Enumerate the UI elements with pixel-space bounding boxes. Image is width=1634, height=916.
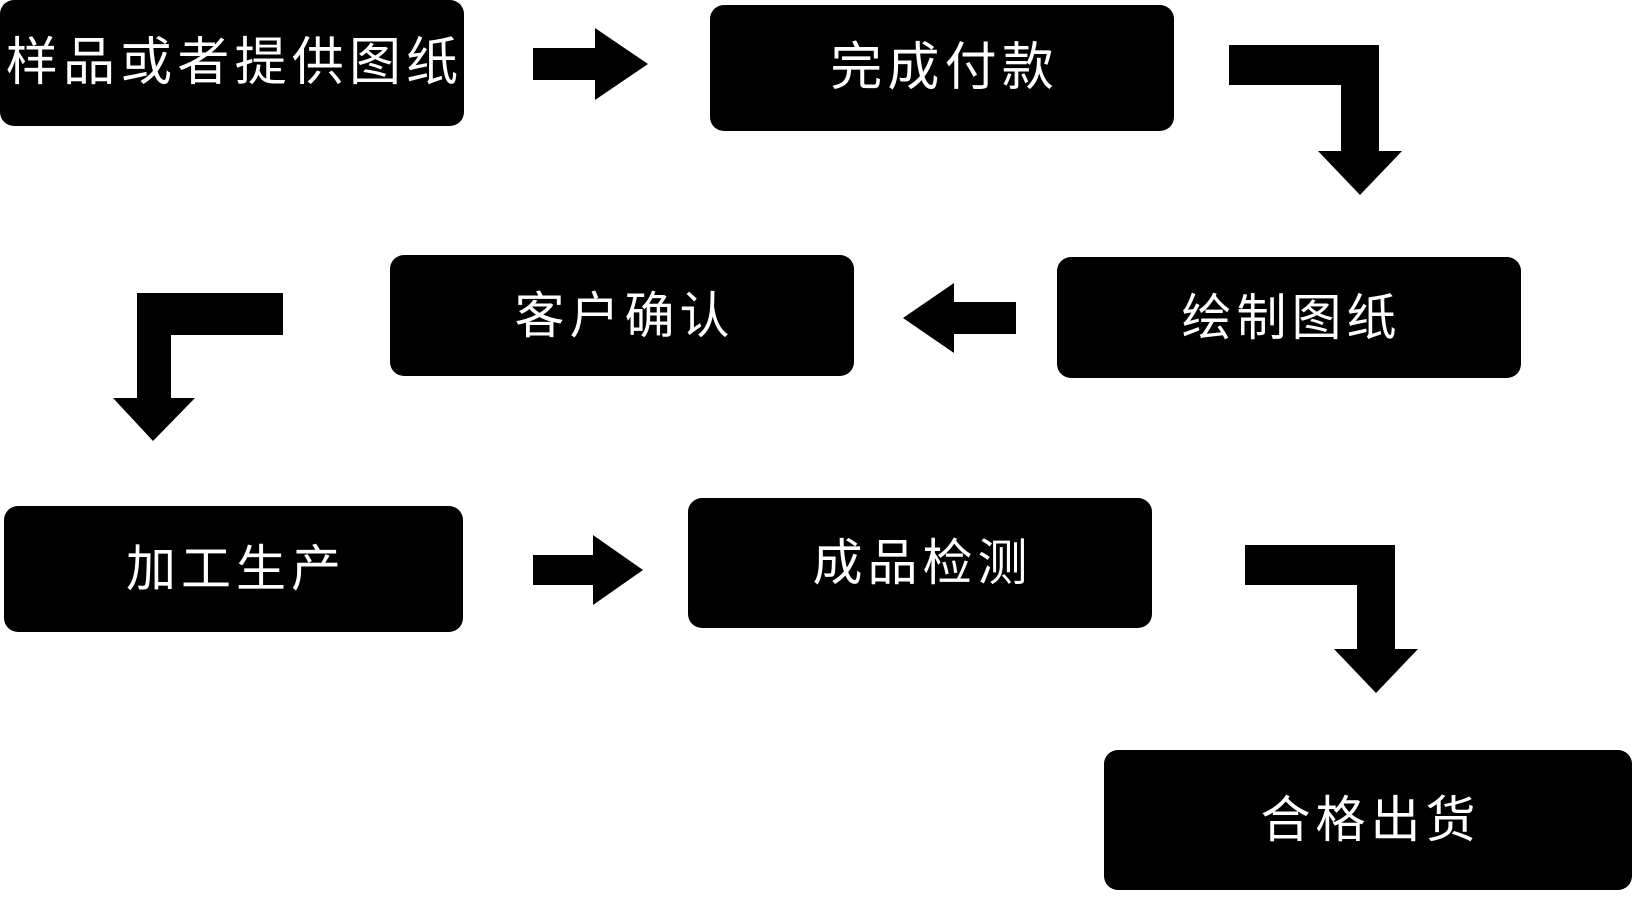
flow-node-finished-inspection[interactable]: 成品检测	[688, 498, 1152, 628]
flow-node-draw-drawing[interactable]: 绘制图纸	[1057, 257, 1521, 378]
arrow-elbow-right-down-icon	[1229, 45, 1402, 195]
flow-node-label: 绘制图纸	[1181, 289, 1402, 346]
arrow-elbow-left-down-icon	[113, 293, 283, 441]
flow-node-label: 客户确认	[514, 287, 735, 344]
flow-node-label: 合格出货	[1260, 792, 1481, 848]
flow-node-label: 加工生产	[126, 541, 346, 597]
flow-node-qualified-shipment[interactable]: 合格出货	[1104, 750, 1632, 890]
flow-node-complete-payment[interactable]: 完成付款	[710, 5, 1174, 131]
flow-node-customer-confirm[interactable]: 客户确认	[390, 255, 854, 376]
arrow-right-icon	[533, 28, 648, 100]
flow-node-sample-or-drawing[interactable]: 样品或者提供图纸	[0, 0, 464, 126]
flow-node-production[interactable]: 加工生产	[4, 506, 463, 632]
flow-node-label: 完成付款	[830, 39, 1059, 97]
arrow-right-icon	[533, 535, 643, 605]
arrow-left-icon	[903, 283, 1016, 353]
flow-node-label: 成品检测	[812, 535, 1033, 591]
flow-node-label: 样品或者提供图纸	[5, 34, 464, 92]
arrow-elbow-right-down-icon	[1245, 545, 1418, 693]
